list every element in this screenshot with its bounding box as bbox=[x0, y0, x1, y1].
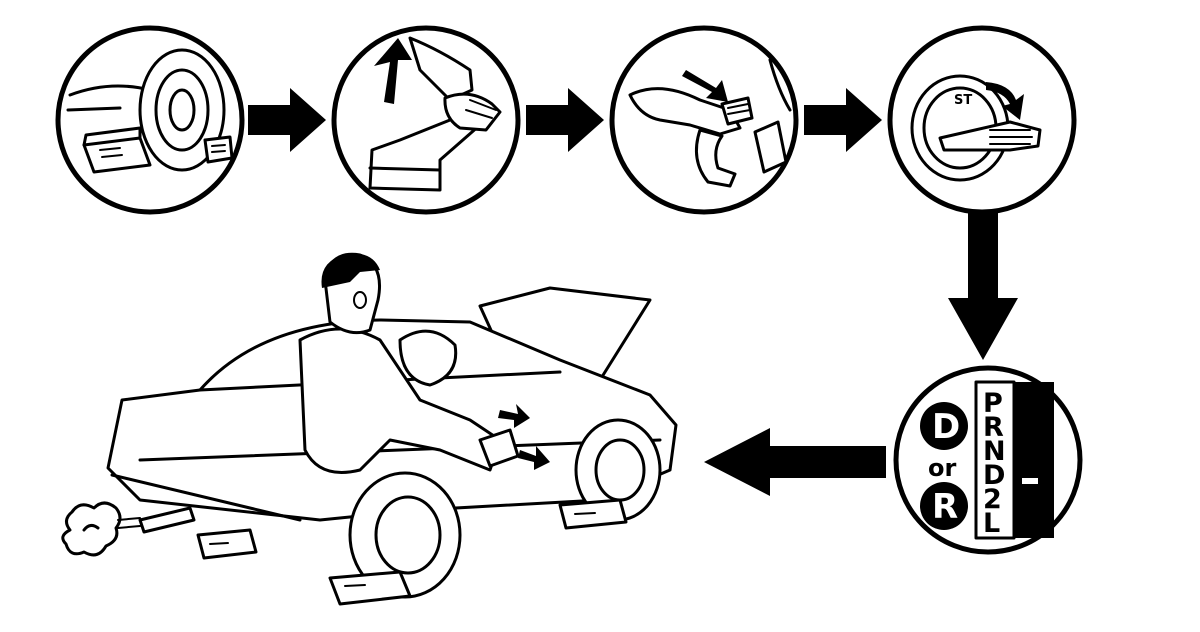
arrow-right-icon bbox=[526, 88, 604, 152]
step-brake-pedal bbox=[609, 25, 799, 215]
option-d-label: D bbox=[932, 407, 960, 447]
arrow-down-icon bbox=[948, 210, 1018, 360]
step-shift-gear: D or R P R N D 2 L bbox=[893, 365, 1083, 555]
gear-position-d: D bbox=[983, 460, 1005, 491]
gear-position-r: R bbox=[983, 412, 1004, 443]
option-r-label: R bbox=[932, 487, 958, 527]
exhaust-smoke-icon bbox=[61, 501, 141, 557]
car-on-blocks-running-icon bbox=[61, 252, 678, 606]
option-connector-label: or bbox=[928, 454, 956, 482]
gear-position-2: 2 bbox=[983, 484, 1002, 515]
brake-pedal-press-icon bbox=[628, 58, 792, 188]
step-ignition-start: ST bbox=[887, 25, 1077, 215]
step-wheel-chocks bbox=[55, 25, 245, 215]
gear-position-p: P bbox=[983, 388, 1003, 419]
ignition-key-label: ST bbox=[954, 93, 972, 108]
parking-brake-lever-icon bbox=[368, 36, 502, 192]
arrow-right-icon bbox=[248, 88, 326, 152]
step-parking-brake bbox=[331, 25, 521, 215]
arrow-left-icon bbox=[704, 428, 886, 496]
driver-figure-icon bbox=[298, 252, 550, 474]
gear-position-list: P R N D 2 L bbox=[983, 388, 1006, 539]
ignition-key-icon: ST bbox=[910, 74, 1042, 182]
gear-selector-icon: D or R P R N D 2 L bbox=[920, 380, 1054, 540]
arrow-right-icon bbox=[804, 88, 882, 152]
gear-position-n: N bbox=[983, 436, 1006, 467]
wheel-chock-icon bbox=[66, 48, 234, 174]
gear-position-l: L bbox=[983, 508, 1000, 539]
